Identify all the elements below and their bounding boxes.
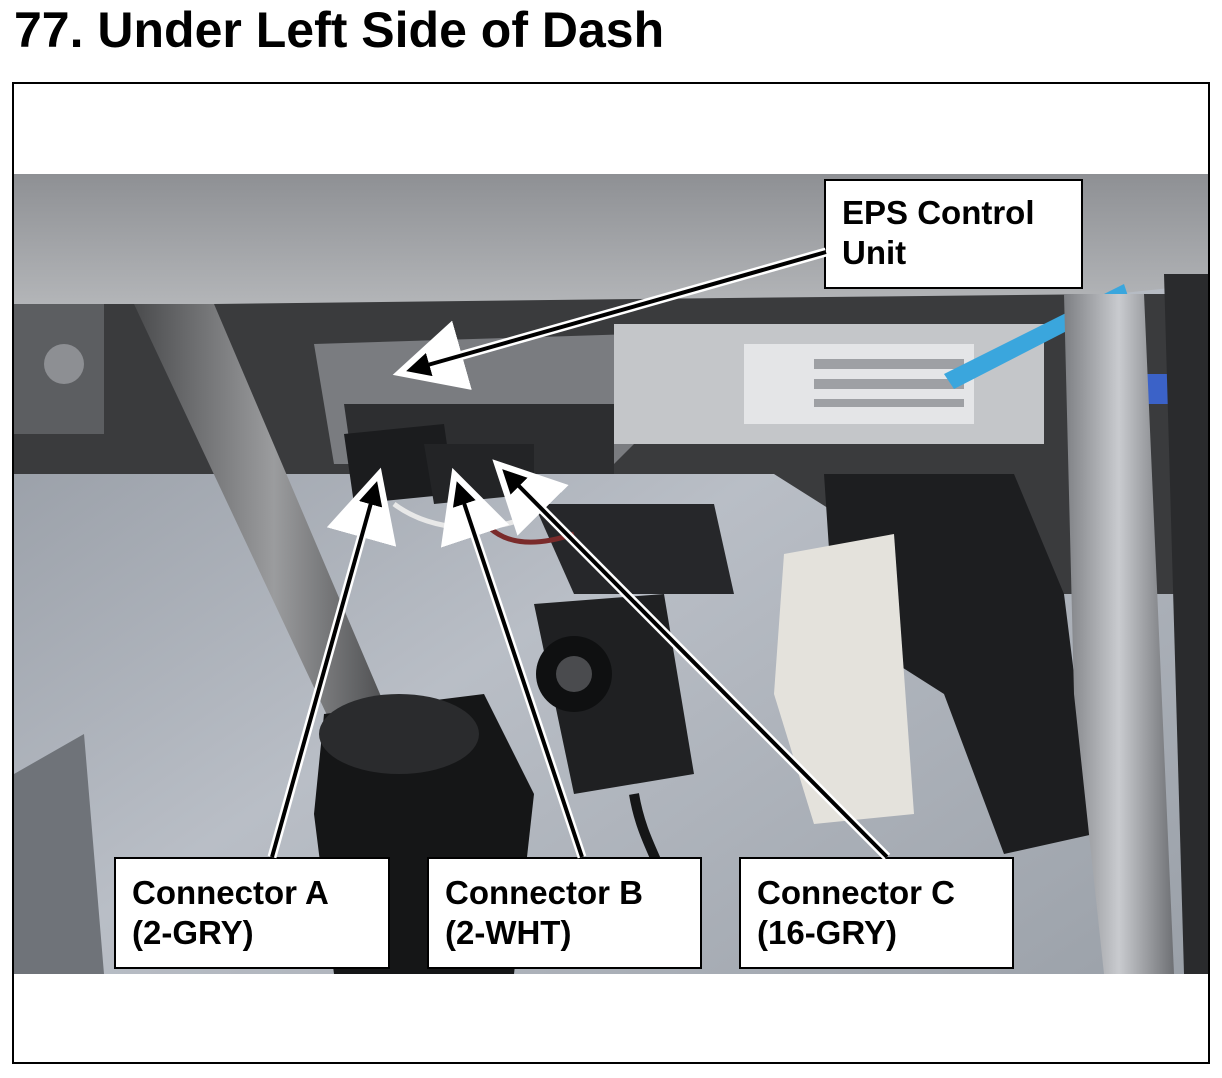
under-dash-photo: [14, 174, 1208, 974]
callout-eps-line2: Unit: [842, 234, 907, 271]
callout-connector-b-line2: (2-WHT): [445, 914, 572, 951]
callout-connector-a-line1: Connector A: [132, 874, 329, 911]
callout-connector-a: Connector A (2-GRY): [114, 857, 390, 969]
callout-connector-b-line1: Connector B: [445, 874, 643, 911]
page-title: 77. Under Left Side of Dash: [14, 2, 665, 58]
callout-connector-c: Connector C (16-GRY): [739, 857, 1014, 969]
callout-connector-c-line2: (16-GRY): [757, 914, 897, 951]
callout-connector-c-line1: Connector C: [757, 874, 955, 911]
callout-eps-line1: EPS Control: [842, 194, 1035, 231]
callout-connector-a-line2: (2-GRY): [132, 914, 254, 951]
callout-eps-control-unit: EPS Control Unit: [824, 179, 1083, 289]
callout-connector-b: Connector B (2-WHT): [427, 857, 702, 969]
